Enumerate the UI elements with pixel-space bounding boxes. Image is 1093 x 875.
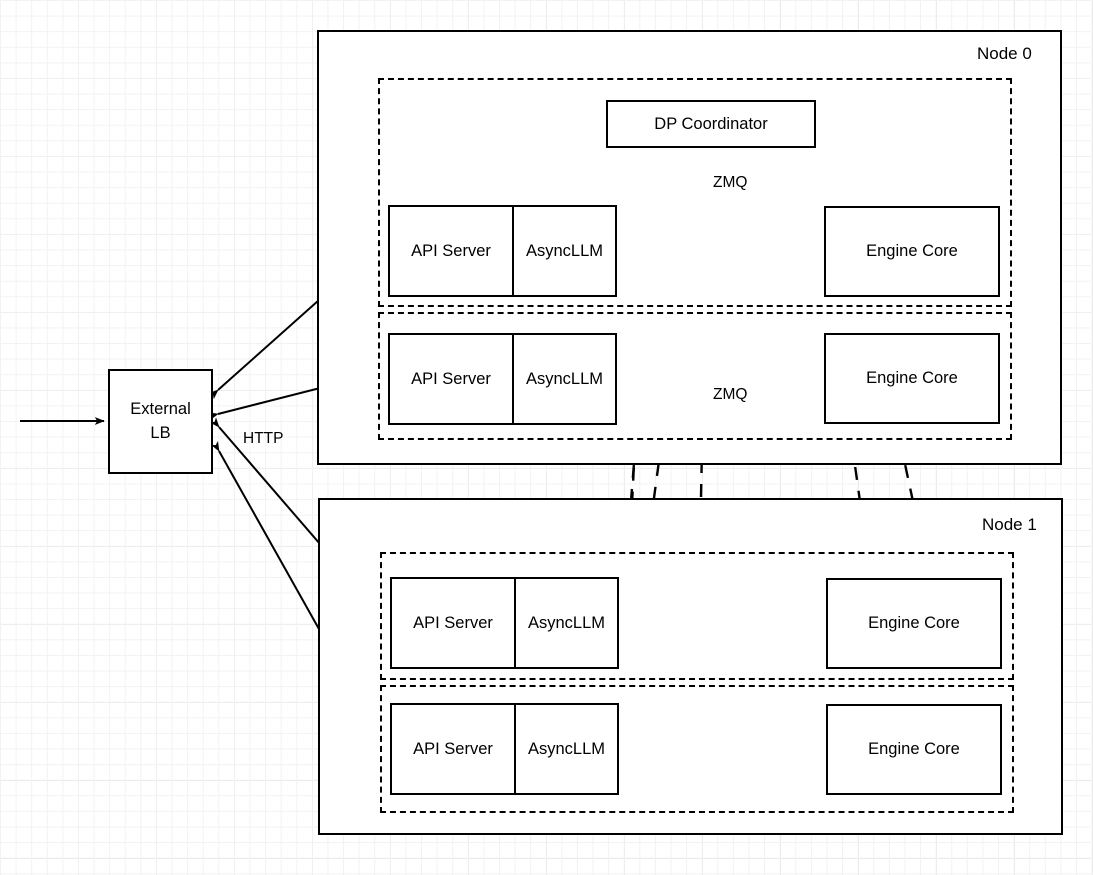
node-0-group-1-engine-core-box[interactable]: Engine Core <box>824 206 1000 297</box>
node-1-group-1-api-asyncllm-box[interactable]: API Server AsyncLLM <box>390 577 619 669</box>
node-1-group-2-engine-core-box[interactable]: Engine Core <box>826 704 1002 795</box>
api-server-cell[interactable]: API Server <box>392 579 516 667</box>
engine-core-label: Engine Core <box>868 740 960 758</box>
zmq-label-coordinator: ZMQ <box>713 174 748 191</box>
node-0-group-1-api-asyncllm-box[interactable]: API Server AsyncLLM <box>388 205 617 297</box>
engine-core-label: Engine Core <box>866 369 958 387</box>
dp-coordinator-label: DP Coordinator <box>654 114 768 133</box>
node-1-group-1-boundary <box>380 552 1014 680</box>
api-server-cell[interactable]: API Server <box>392 705 516 793</box>
node-1-label: Node 1 <box>982 515 1037 534</box>
api-server-label: API Server <box>413 613 493 632</box>
node-1-group-1-engine-core-box[interactable]: Engine Core <box>826 578 1002 669</box>
asyncllm-label: AsyncLLM <box>525 369 604 388</box>
engine-core-label: Engine Core <box>866 242 958 260</box>
asyncllm-label: AsyncLLM <box>525 241 604 260</box>
external-lb-label-line2: LB <box>150 423 171 442</box>
asyncllm-label: AsyncLLM <box>527 739 606 758</box>
asyncllm-label: AsyncLLM <box>527 613 606 632</box>
http-label: HTTP <box>243 430 284 447</box>
engine-core-label: Engine Core <box>868 614 960 632</box>
node-1-group-2-api-asyncllm-box[interactable]: API Server AsyncLLM <box>390 703 619 795</box>
external-lb-box[interactable]: External LB <box>108 369 213 474</box>
asyncllm-cell[interactable]: AsyncLLM <box>516 705 617 793</box>
node-0-group-2-boundary <box>378 312 1012 440</box>
node-0-group-2-api-asyncllm-box[interactable]: API Server AsyncLLM <box>388 333 617 425</box>
node-0-group-2-engine-core-box[interactable]: Engine Core <box>824 333 1000 424</box>
external-lb-label-line1: External <box>130 399 191 418</box>
node-1-group-2-boundary <box>380 685 1014 813</box>
dp-coordinator-box[interactable]: DP Coordinator <box>606 100 816 148</box>
api-server-label: API Server <box>413 739 493 758</box>
node-0-label: Node 0 <box>977 44 1032 63</box>
node-0-group-1-boundary <box>378 78 1012 307</box>
asyncllm-cell[interactable]: AsyncLLM <box>514 335 615 423</box>
api-server-cell[interactable]: API Server <box>390 207 514 295</box>
asyncllm-cell[interactable]: AsyncLLM <box>516 579 617 667</box>
api-server-cell[interactable]: API Server <box>390 335 514 423</box>
api-server-label: API Server <box>411 369 491 388</box>
asyncllm-cell[interactable]: AsyncLLM <box>514 207 615 295</box>
api-server-label: API Server <box>411 241 491 260</box>
zmq-label-group-2: ZMQ <box>713 386 748 403</box>
